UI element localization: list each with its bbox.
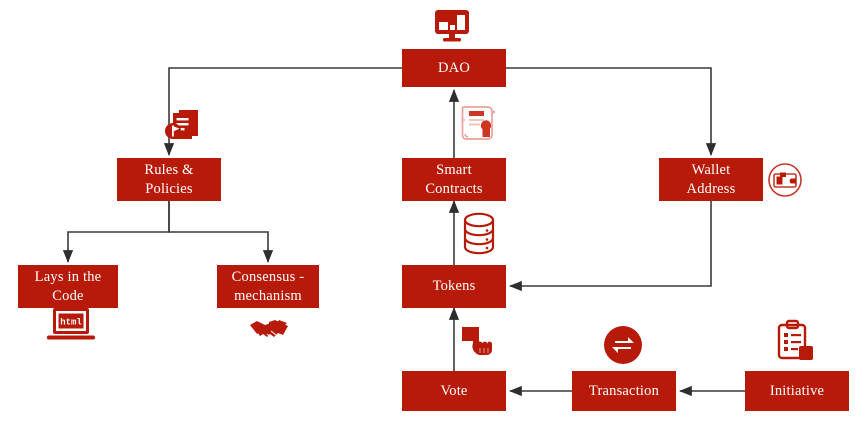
node-rules-policies-label: Rules & Policies (144, 162, 194, 197)
node-smart-contracts[interactable]: Smart Contracts (402, 158, 506, 201)
node-dao-label: DAO (437, 59, 470, 76)
edge-rules-to-consensus (168, 198, 274, 263)
edge-wallet-to-tokens (509, 198, 712, 292)
node-initiative[interactable]: Initiative (745, 371, 849, 411)
laptop-html-icon: html (43, 306, 99, 346)
database-icon (458, 210, 500, 258)
node-vote-label: Vote (440, 382, 468, 399)
policy-document-icon (163, 105, 205, 147)
cursor-click-icon (459, 324, 499, 364)
svg-text:html: html (60, 318, 82, 328)
node-wallet-address[interactable]: Wallet Address (659, 158, 763, 201)
node-lays-in-the-code[interactable]: Lays in the Code (18, 265, 118, 308)
node-smart-contracts-label: Smart Contracts (425, 162, 483, 197)
wallet-icon (767, 162, 803, 198)
node-transaction-label: Transaction (588, 382, 660, 399)
node-dao[interactable]: DAO (402, 49, 506, 87)
smart-contract-icon (457, 100, 501, 144)
monitor-icon (432, 8, 472, 44)
node-transaction[interactable]: Transaction (572, 371, 676, 411)
handshake-icon (246, 314, 292, 348)
node-tokens[interactable]: Tokens (402, 265, 506, 308)
edge-dao-to-wallet (506, 67, 717, 156)
exchange-icon (602, 324, 644, 366)
node-consensus-mechanism[interactable]: Consensus - mechanism (217, 265, 319, 308)
node-tokens-label: Tokens (432, 278, 476, 295)
edge-rules-to-lays (62, 198, 170, 263)
node-vote[interactable]: Vote (402, 371, 506, 411)
node-lays-in-the-code-label: Lays in the Code (34, 269, 102, 304)
node-wallet-address-label: Wallet Address (686, 162, 736, 197)
clipboard-icon (773, 319, 817, 367)
node-rules-policies[interactable]: Rules & Policies (117, 158, 221, 201)
node-consensus-mechanism-label: Consensus - mechanism (231, 269, 305, 304)
node-initiative-label: Initiative (769, 382, 825, 399)
